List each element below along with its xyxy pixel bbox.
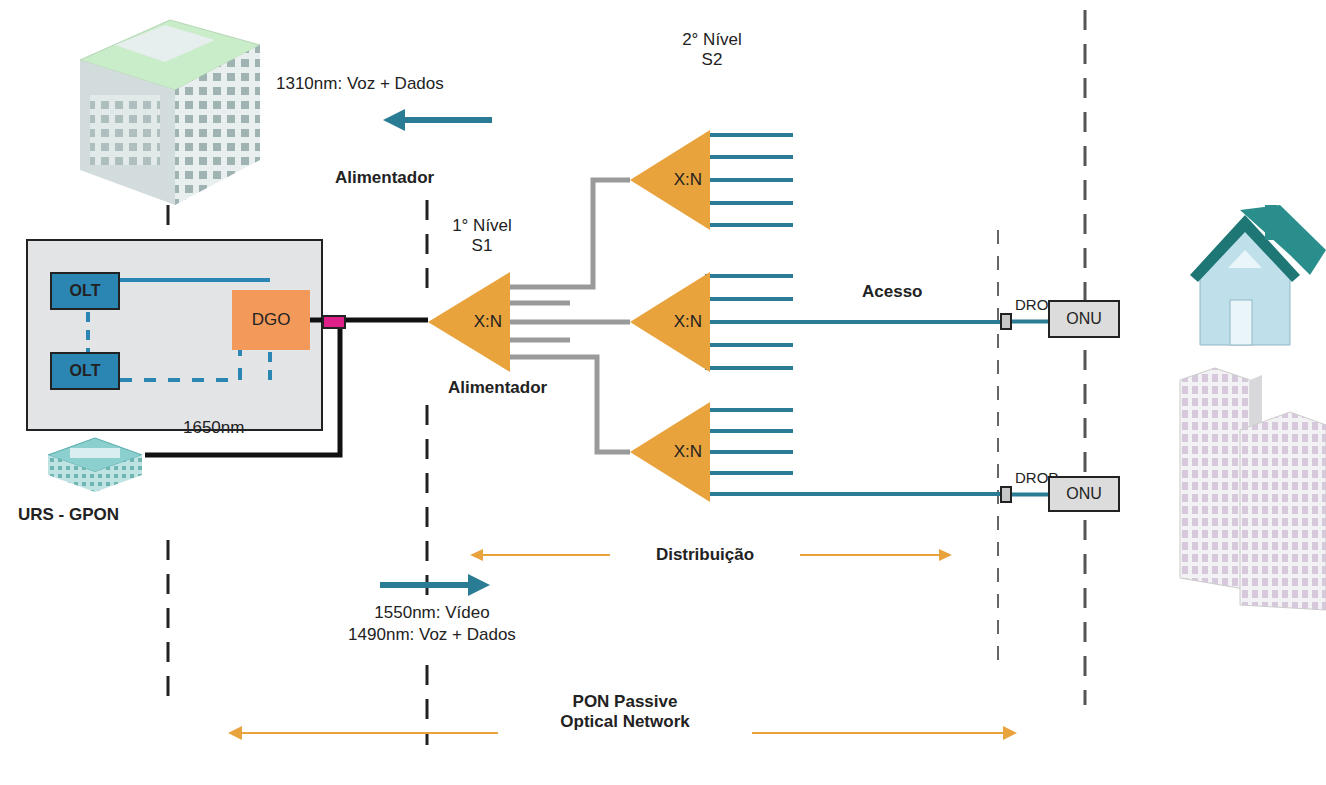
onu-box: ONU bbox=[1048, 300, 1120, 338]
boundary-line bbox=[997, 230, 999, 670]
text-holder: X:N bbox=[630, 272, 710, 372]
splitter-triangle: X:N bbox=[630, 402, 710, 502]
fiber-connector-line bbox=[710, 492, 1000, 496]
fiber-connector-line bbox=[710, 320, 1000, 324]
wavelength-label: 1550nm: Vídeo bbox=[322, 603, 542, 623]
wavelength-label: 1310nm: Voz + Dados bbox=[276, 74, 444, 94]
central-panel bbox=[27, 240, 322, 430]
node-text: X:N bbox=[474, 312, 502, 332]
drop-box: DROP bbox=[1000, 300, 1052, 332]
house bbox=[1190, 205, 1326, 345]
fiber-connector-line bbox=[510, 320, 630, 325]
text-holder: X:N bbox=[630, 130, 710, 230]
splitter-triangle: X:N bbox=[630, 130, 710, 230]
segment-label: Alimentador bbox=[448, 378, 547, 398]
segment-label: Distribuição bbox=[615, 545, 795, 565]
node-text: ONU bbox=[1066, 310, 1102, 328]
node-text: OLT bbox=[70, 282, 101, 300]
segment-label: Alimentador bbox=[335, 168, 434, 188]
drop-square bbox=[1000, 313, 1012, 330]
fiber-connector-line bbox=[510, 180, 630, 287]
fiber-connector-line bbox=[1012, 493, 1048, 497]
apartment-buildings bbox=[1180, 368, 1326, 610]
fiber-connector-line bbox=[510, 357, 630, 452]
edge-label: Acesso bbox=[862, 282, 922, 302]
office-building bbox=[80, 20, 260, 205]
level-label: 2° Nível S2 bbox=[674, 30, 750, 71]
wavelength-label: 1490nm: Voz + Dados bbox=[322, 625, 542, 645]
node-text: ONU bbox=[1066, 485, 1102, 503]
node-text: X:N bbox=[674, 442, 702, 462]
urs-icon bbox=[48, 438, 142, 492]
equipment-label: URS - GPON bbox=[18, 505, 119, 525]
splitter-triangle: X:N bbox=[428, 272, 510, 372]
splitter-triangle: X:N bbox=[630, 272, 710, 372]
wavelength-label: 1650nm bbox=[183, 418, 244, 438]
dgo-box: DGO bbox=[232, 290, 310, 350]
span-arrows bbox=[228, 549, 1017, 740]
node-text: X:N bbox=[674, 170, 702, 190]
fiber-connector-line bbox=[1012, 320, 1048, 324]
node-text: DGO bbox=[252, 310, 291, 330]
node-text: OLT bbox=[70, 362, 101, 380]
drop-square bbox=[1000, 486, 1012, 503]
olt-box: OLT bbox=[50, 272, 120, 310]
fiber-connector bbox=[323, 316, 345, 328]
drop-box: DROP bbox=[1000, 473, 1052, 505]
node-text: X:N bbox=[674, 312, 702, 332]
text-holder: X:N bbox=[428, 272, 510, 372]
level-label: 1° Nível S1 bbox=[444, 216, 520, 257]
onu-box: ONU bbox=[1048, 476, 1120, 512]
text-holder: X:N bbox=[630, 402, 710, 502]
olt-box: OLT bbox=[50, 352, 120, 390]
network-label: PON Passive Optical Network bbox=[550, 692, 700, 733]
fanout-lines bbox=[705, 135, 793, 473]
